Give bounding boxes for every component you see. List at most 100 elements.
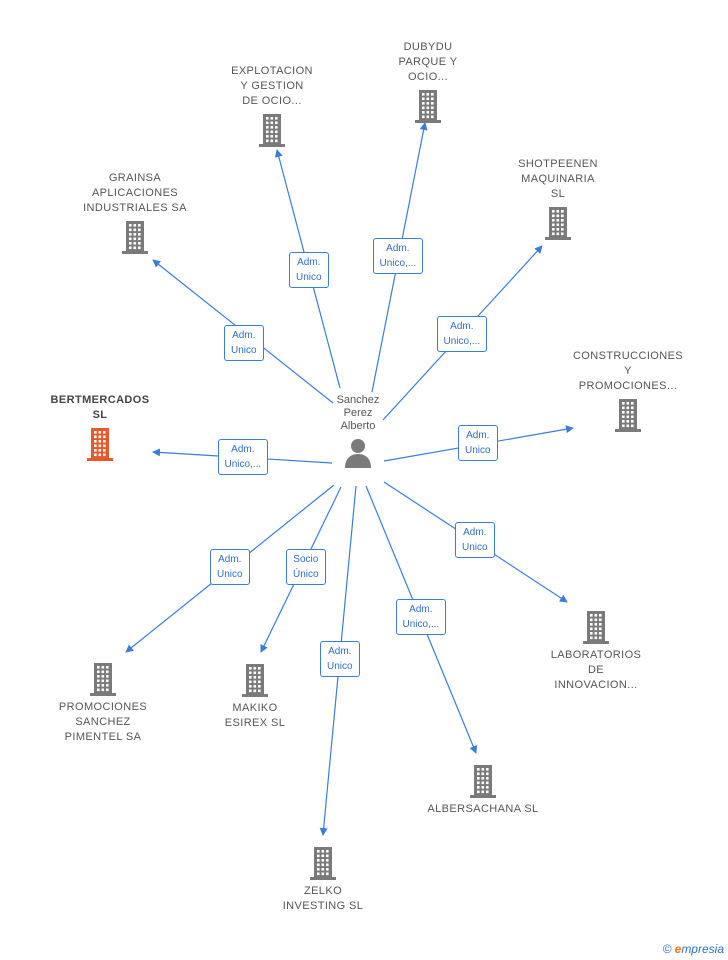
company-node-construcciones[interactable]: CONSTRUCCIONES Y PROMOCIONES... xyxy=(563,349,693,436)
edge-label-albersachana[interactable]: Adm. Unico,... xyxy=(395,599,447,635)
edge-label-line: Adm. xyxy=(463,527,487,538)
company-name-line: BERTMERCADOS xyxy=(50,394,150,406)
company-name-line: ESIREX SL xyxy=(224,717,286,729)
company-node-bertmercados[interactable]: BERTMERCADOS SL xyxy=(35,393,165,465)
company-node-zelko[interactable]: ZELKO INVESTING SL xyxy=(258,842,388,914)
edge-label-line: Adm. xyxy=(297,257,321,268)
company-name-line: PROMOCIONES... xyxy=(578,380,678,392)
company-name-line: LABORATORIOS xyxy=(550,649,642,661)
company-name-line: APLICACIONES xyxy=(91,187,179,199)
edge-label-grainsa[interactable]: Adm. Unico xyxy=(224,325,264,361)
brand-name: mpresia xyxy=(681,942,724,956)
building-icon xyxy=(470,765,496,798)
person-icon xyxy=(345,439,371,468)
company-name: ZELKO INVESTING SL xyxy=(258,884,388,914)
edge-label-construcciones[interactable]: Adm. Unico xyxy=(458,425,498,461)
edge-label-bertmercados[interactable]: Adm. Unico,... xyxy=(217,439,269,475)
edge-label-dubydu[interactable]: Adm.Unico,... xyxy=(372,238,424,274)
edge-label-shotpeenen[interactable]: Adm. Unico,... xyxy=(436,316,488,352)
company-name-line: DE xyxy=(587,664,605,676)
company-node-promociones[interactable]: PROMOCIONES SANCHEZ PIMENTEL SA xyxy=(38,658,168,745)
company-name: PROMOCIONES SANCHEZ PIMENTEL SA xyxy=(38,700,168,745)
company-name-line: SL xyxy=(92,409,108,421)
company-name-line: PROMOCIONES xyxy=(58,701,148,713)
company-name-line: PIMENTEL SA xyxy=(64,731,142,743)
company-node-shotpeenen[interactable]: SHOTPEENEN MAQUINARIA SL xyxy=(493,157,623,244)
company-name: MAKIKO ESIREX SL xyxy=(190,701,320,731)
building-icon xyxy=(583,611,609,644)
company-name-line: INDUSTRIALES SA xyxy=(83,202,187,214)
company-name-line: DUBYDU xyxy=(403,41,453,53)
edge-label-line: Socio xyxy=(293,554,319,565)
company-name-line: INVESTING SL xyxy=(282,900,364,912)
company-name-line: INNOVACION... xyxy=(554,679,638,691)
edge-label-line: Adm. xyxy=(231,444,255,455)
edge-label-line: Unico,... xyxy=(379,258,417,269)
copyright-symbol: © xyxy=(662,942,672,956)
edge-label-promociones[interactable]: Adm. Unico xyxy=(210,549,250,585)
company-name: EXPLOTACION Y GESTION DE OCIO... xyxy=(207,64,337,109)
company-name-line: OCIO... xyxy=(407,71,449,83)
center-person-label: Sanchez Perez Alberto xyxy=(313,394,403,433)
company-name: BERTMERCADOS SL xyxy=(35,393,165,423)
company-name-line: Y GESTION xyxy=(240,80,304,92)
edge-label-line: Adm. xyxy=(450,321,474,332)
edge-label-line: Adm. xyxy=(409,604,433,615)
building-icon xyxy=(415,90,441,123)
company-name-line: CONSTRUCCIONES xyxy=(572,350,684,362)
edge-label-zelko[interactable]: Adm. Unico xyxy=(320,641,360,677)
edge-label-line: Unico xyxy=(296,272,322,283)
edge-label-line: Adm. xyxy=(328,646,352,657)
company-node-laboratorios[interactable]: LABORATORIOS DE INNOVACION... xyxy=(531,606,661,693)
edge-label-line: Unico xyxy=(327,661,353,672)
company-node-explotacion[interactable]: EXPLOTACION Y GESTION DE OCIO... xyxy=(207,64,337,151)
edge-label-line: Adm. xyxy=(466,430,490,441)
building-icon xyxy=(310,847,336,880)
company-node-grainsa[interactable]: GRAINSA APLICACIONES INDUSTRIALES SA xyxy=(70,171,200,258)
company-name-line: ZELKO xyxy=(303,885,343,897)
company-node-makiko[interactable]: MAKIKO ESIREX SL xyxy=(190,659,320,731)
company-node-albersachana[interactable]: ALBERSACHANA SL xyxy=(418,760,548,817)
edge-label-line: Unico xyxy=(217,569,243,580)
company-name: SHOTPEENEN MAQUINARIA SL xyxy=(493,157,623,202)
center-person[interactable]: Sanchez Perez Alberto xyxy=(313,394,403,469)
center-label-line: Sanchez xyxy=(336,394,380,406)
building-icon xyxy=(259,114,285,147)
company-name-line: SHOTPEENEN xyxy=(518,158,598,170)
company-name-line: DE OCIO... xyxy=(242,95,302,107)
company-name-line: MAQUINARIA xyxy=(521,173,595,185)
building-icon xyxy=(87,428,113,461)
company-name: CONSTRUCCIONES Y PROMOCIONES... xyxy=(563,349,693,394)
edge-label-line: Unico,... xyxy=(224,459,262,470)
edge-label-laboratorios[interactable]: Adm.Unico xyxy=(455,522,495,558)
center-label-line: Perez xyxy=(343,407,373,419)
edge-label-explotacion[interactable]: Adm. Unico xyxy=(289,252,329,288)
brand-watermark: ©empresia xyxy=(663,942,724,956)
company-name-line: Y xyxy=(624,365,632,377)
company-name: LABORATORIOS DE INNOVACION... xyxy=(531,648,661,693)
edge-label-line: Unico xyxy=(231,345,257,356)
building-icon xyxy=(122,221,148,254)
company-name-line: SL xyxy=(550,188,566,200)
edge-label-line: Adm. xyxy=(218,554,242,565)
company-name-line: ALBERSACHANA SL xyxy=(427,803,539,815)
center-label-line: Alberto xyxy=(340,420,376,432)
company-name-line: SANCHEZ xyxy=(75,716,131,728)
edge-label-line: Unico,... xyxy=(443,336,481,347)
company-name: GRAINSA APLICACIONES INDUSTRIALES SA xyxy=(70,171,200,216)
edge-label-line: Adm. xyxy=(232,330,256,341)
edge-label-line: Unico,... xyxy=(402,619,440,630)
company-name: ALBERSACHANA SL xyxy=(418,802,548,817)
brand-initial: e xyxy=(674,942,682,956)
company-name-line: GRAINSA xyxy=(108,172,162,184)
edge-label-line: Unico xyxy=(465,445,491,456)
company-name-line: MAKIKO xyxy=(232,702,278,714)
building-icon xyxy=(545,207,571,240)
building-icon xyxy=(90,663,116,696)
company-name-line: EXPLOTACION xyxy=(231,65,313,77)
